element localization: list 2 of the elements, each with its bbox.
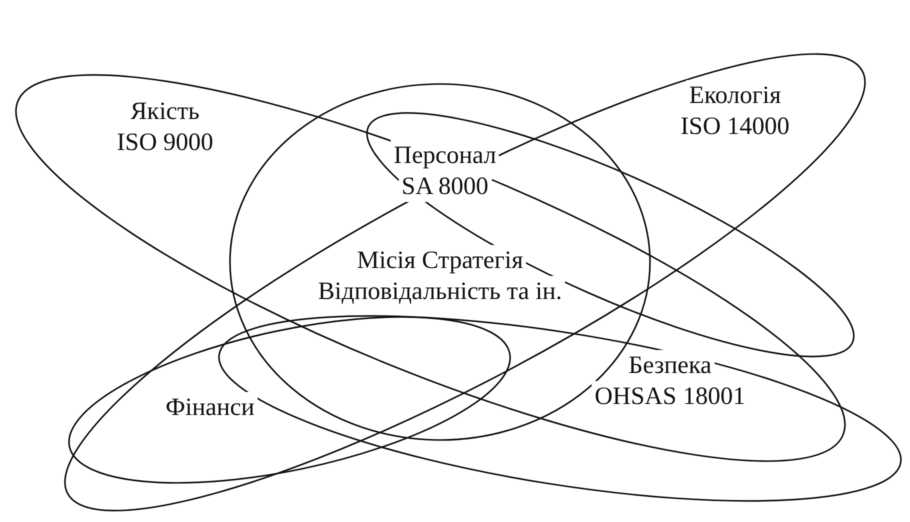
area-name: Персонал	[390, 140, 500, 171]
standard-name: SA 8000	[398, 170, 492, 202]
